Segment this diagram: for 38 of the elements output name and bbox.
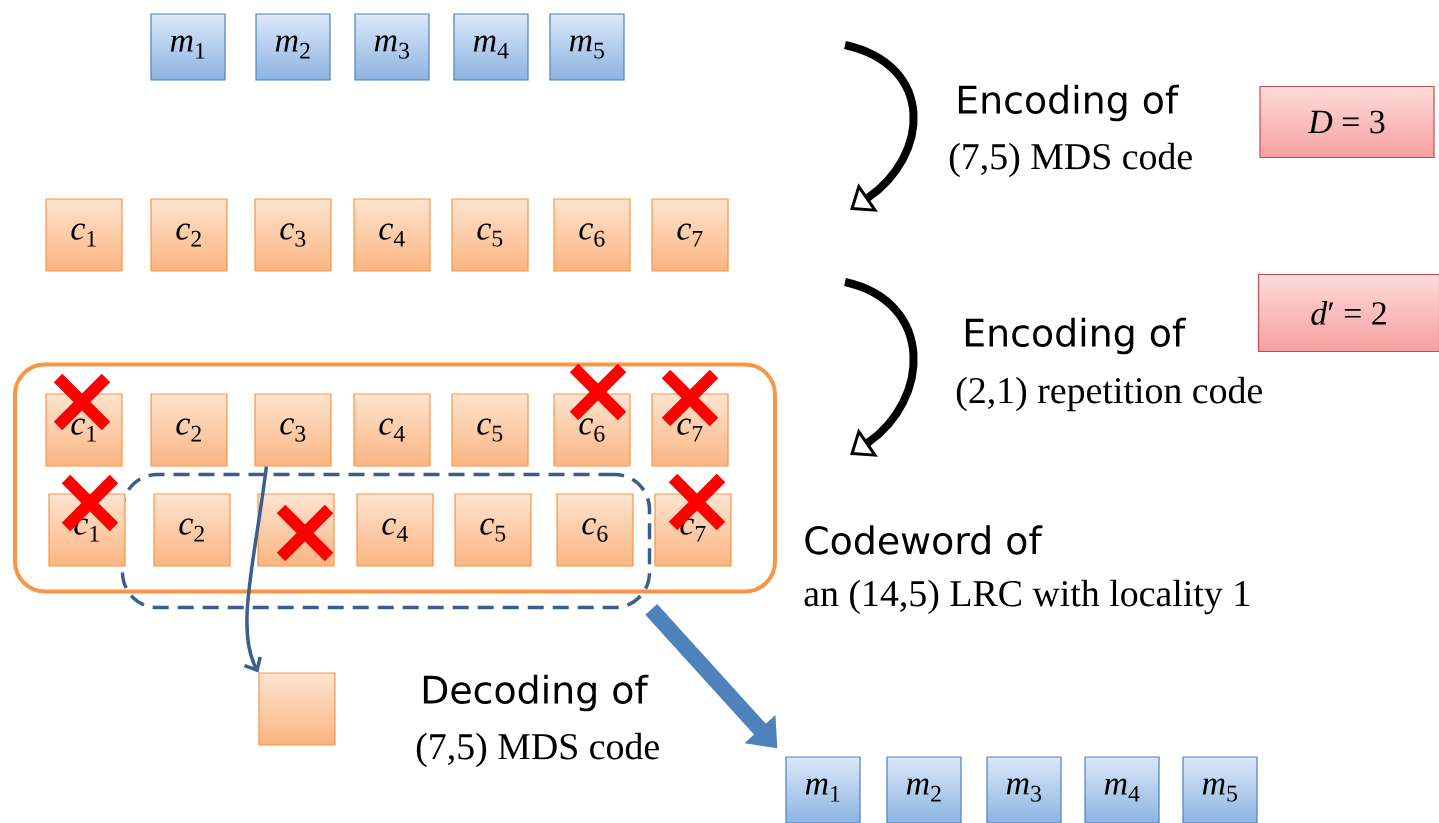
message-box: m$_{3}$ (986, 756, 1062, 823)
distance-box: D = 3 (1259, 85, 1435, 159)
codeword-frame (13, 362, 777, 594)
symbol-box: c$_{3}$ (254, 198, 332, 272)
symbol-box: c$_{2}$ (153, 493, 231, 567)
caption-text: (7,5) MDS code (948, 142, 1194, 178)
message-box: m$_{3}$ (354, 13, 430, 81)
caption-text: (2,1) repetition code (955, 376, 1264, 412)
symbol-box: c$_{2}$ (150, 393, 228, 467)
symbol-box: c$_{5}$ (454, 493, 532, 567)
message-box: m$_{2}$ (886, 756, 962, 823)
caption-text: Codeword of (805, 525, 1043, 555)
caption-text: (7,5) MDS code (415, 732, 661, 768)
message-box: m$_{1}$ (785, 756, 861, 823)
symbol-box: c$_{5}$ (451, 198, 529, 272)
symbol-box: c$_{1}$ (45, 198, 123, 272)
message-box: m$_{5}$ (549, 13, 625, 81)
local-group-outline (120, 472, 652, 610)
symbol-box: c$_{6}$ (553, 198, 631, 272)
message-box: m$_{4}$ (1084, 756, 1160, 823)
caption-text: Encoding of (955, 84, 1179, 122)
symbol-box: c$_{5}$ (451, 393, 529, 467)
symbol-box: c$_{4}$ (353, 198, 431, 272)
symbol-box: c$_{2}$ (150, 198, 228, 272)
message-box: m$_{2}$ (255, 13, 331, 81)
symbol-box: c$_{3}$ (254, 393, 332, 467)
empty-symbol-box (258, 672, 336, 746)
message-box: m$_{1}$ (150, 13, 226, 81)
message-box: m$_{5}$ (1182, 756, 1258, 823)
symbol-box: c$_{6}$ (556, 493, 634, 567)
symbol-box: c$_{7}$ (651, 198, 729, 272)
caption-text: Decoding of (420, 674, 649, 712)
distance-box: d′ = 2 (1257, 273, 1439, 353)
symbol-box: c$_{4}$ (356, 493, 434, 567)
caption-text: Encoding of (962, 317, 1186, 355)
symbol-box: c$_{4}$ (353, 393, 431, 467)
caption-text: an (14,5) LRC with locality 1 (804, 579, 1249, 615)
message-box: m$_{4}$ (453, 13, 529, 81)
